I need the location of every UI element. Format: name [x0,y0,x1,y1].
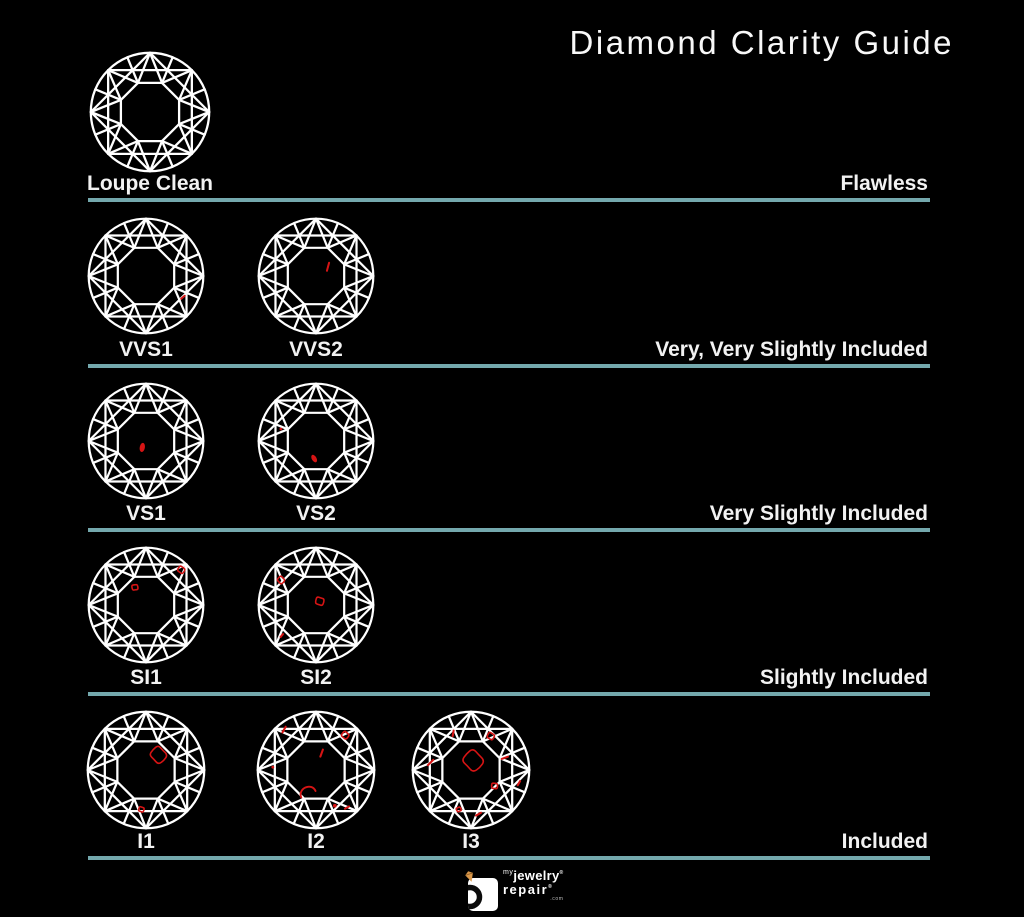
logo-word-jewelry: jewelry [513,868,560,883]
diamond-figure-vvs2 [257,217,375,335]
logo-prefix: my [503,869,514,876]
category-label-slightly-included: Slightly Included [759,666,928,689]
grade-label-i1: I1 [137,830,155,853]
divider-rule [88,692,930,696]
divider-rule [88,364,930,368]
diamond-figure-si2 [257,546,375,664]
grade-label-vs2: VS2 [296,502,336,525]
brand-logo: myjewelry® repair® .com [462,867,564,912]
category-label-included: Included [841,830,928,853]
diamond-figure-i1 [86,710,206,830]
diamond-figure-loupe-clean [89,51,211,173]
grade-label-vvs2: VVS2 [289,338,343,361]
grade-label-si1: SI1 [130,666,162,689]
inclusion-marks [271,725,351,810]
grade-label-vvs1: VVS1 [119,338,173,361]
category-label-flawless: Flawless [840,172,928,195]
category-label-very-very-slightly-included: Very, Very Slightly Included [655,338,928,361]
diamond-figure-i3 [411,710,531,830]
inclusion-marks [137,745,168,813]
category-label-very-slightly-included: Very Slightly Included [709,502,928,525]
logo-word-repair: repair [503,881,549,897]
logo-icon [462,870,498,912]
grade-label-loupe-clean: Loupe Clean [86,172,214,195]
page-title: Diamond Clarity Guide [569,24,954,61]
divider-rule [88,198,930,202]
inclusion-marks [426,729,522,817]
ring-icon [468,884,483,910]
logo-line-repair: repair® [503,881,564,897]
grade-label-si2: SI2 [300,666,332,689]
inclusion-marks [279,427,318,463]
inclusion-marks [139,442,145,453]
divider-rule [88,528,930,532]
grade-label-i3: I3 [462,830,480,853]
logo-trademark-2: ® [548,883,554,890]
grade-label-i2: I2 [307,830,325,853]
inclusion-marks [276,575,325,638]
logo-wordmark: myjewelry® repair® .com [503,869,564,903]
inclusion-marks [180,294,186,300]
diamond-figure-si1 [87,546,205,664]
diamond-figure-i2 [256,710,376,830]
ring-tile-icon [468,878,498,911]
inclusion-marks [325,261,331,272]
logo-line-jewelry: myjewelry® [503,869,564,883]
divider-rule [88,856,930,860]
logo-suffix: .com [550,896,564,903]
diamond-gem-icon [465,871,474,882]
diamond-figure-vs1 [87,382,205,500]
logo-trademark: ® [559,870,564,876]
diamond-figure-vs2 [257,382,375,500]
diamond-figure-vvs1 [87,217,205,335]
grade-label-vs1: VS1 [126,502,166,525]
inclusion-marks [131,565,186,591]
